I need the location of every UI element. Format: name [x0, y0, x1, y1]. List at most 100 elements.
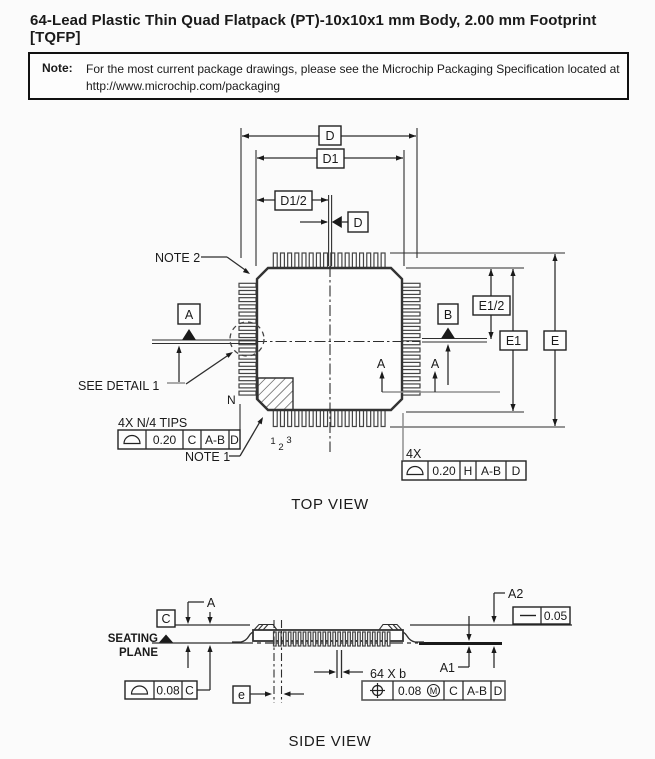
- pin: [323, 252, 329, 270]
- true-position-icon: [370, 683, 385, 698]
- pin: [287, 252, 293, 270]
- pin: [307, 631, 312, 647]
- profile-surface-icon: [130, 685, 149, 695]
- pins-top: [272, 252, 386, 270]
- note-line2: http://www.microchip.com/packaging: [86, 79, 281, 93]
- pin: [373, 252, 379, 270]
- dim-label-d1: D1: [323, 152, 339, 166]
- pin: [347, 631, 351, 647]
- pin: [373, 408, 379, 428]
- pin: [400, 318, 421, 324]
- note-line1: For the most current package drawings, p…: [86, 62, 620, 76]
- pin: [400, 282, 421, 288]
- pin-number-2: 2: [278, 442, 283, 453]
- fcf-tips-d3: D: [230, 433, 239, 447]
- pin: [352, 631, 356, 647]
- dim-label-e: E: [551, 334, 559, 348]
- pin: [400, 325, 421, 331]
- dim-label-a: A: [207, 596, 216, 610]
- lead-width-label: 64 X b: [370, 667, 406, 681]
- pin: [322, 631, 327, 647]
- pin: [294, 408, 300, 428]
- pin: [351, 408, 357, 428]
- fcf-pos-mod: M: [430, 686, 438, 696]
- fcf-flatness: 0.05: [512, 606, 571, 625]
- pin: [315, 252, 321, 270]
- pin: [282, 631, 287, 647]
- pin: [308, 408, 314, 428]
- top-view-caption: TOP VIEW: [291, 496, 369, 513]
- pin: [366, 252, 372, 270]
- pin: [302, 631, 307, 647]
- fcf-tips-tol: 0.20: [153, 433, 177, 447]
- top-view: A A D D1 D1/2 D A B E1/2 E1 E NOTE 2 SEE…: [78, 125, 567, 513]
- pin: [238, 376, 257, 382]
- fcf-4x-tol: 0.20: [432, 464, 456, 478]
- fcf-flat-tol: 0.05: [544, 609, 568, 623]
- pin: [315, 408, 321, 428]
- pins-right: [400, 282, 421, 396]
- pin: [238, 368, 257, 375]
- pin-number-1: 1: [270, 436, 275, 447]
- fcf-tips: 4X N/4 TIPS 0.20 C A-B D: [117, 416, 241, 450]
- pin: [351, 252, 357, 270]
- pin: [400, 368, 421, 375]
- note2-label: NOTE 2: [155, 251, 200, 265]
- dim-label-e1-half: E1/2: [479, 299, 505, 313]
- pin: [400, 333, 421, 339]
- fcf-4x-d3: D: [512, 464, 521, 478]
- tips-label: 4X N/4 TIPS: [118, 416, 187, 430]
- pin: [272, 408, 278, 428]
- fcf-tips-d2: A-B: [205, 433, 225, 447]
- dim-label-d: D: [325, 129, 334, 143]
- note-text: For the most current package drawings, p…: [86, 61, 627, 95]
- fcf-4x-d1: H: [464, 464, 473, 478]
- pin-count-label: N: [227, 393, 236, 407]
- dim-a2-callout: A2: [491, 587, 523, 668]
- pin: [381, 631, 386, 647]
- pin: [292, 631, 297, 647]
- note1-label: NOTE 1: [185, 450, 230, 464]
- fcf-pos-tol: 0.08: [398, 684, 422, 698]
- pin: [238, 347, 257, 353]
- pin: [272, 252, 278, 270]
- pin: [337, 408, 343, 428]
- pin: [323, 408, 329, 428]
- side-view-caption: SIDE VIEW: [289, 733, 372, 750]
- datum-label-c: C: [161, 612, 170, 626]
- pin: [238, 340, 257, 346]
- pin: [279, 252, 285, 270]
- fcf-pos-d2: A-B: [467, 684, 487, 698]
- datum-label-b: B: [444, 308, 452, 322]
- detail-circle: [229, 321, 265, 357]
- pin: [358, 408, 365, 428]
- fcf-seat-tol: 0.08: [156, 684, 180, 698]
- seating-plane-label-1: SEATING: [108, 633, 158, 645]
- fcf-pos-d1: C: [449, 684, 458, 698]
- pin: [337, 631, 342, 647]
- pin: [238, 311, 257, 317]
- section-label-right: A: [431, 357, 440, 371]
- side-view-reference-lines: [152, 624, 572, 645]
- note1-leader: [229, 417, 263, 457]
- dim-label-e1: E1: [506, 334, 521, 348]
- section-label-left: A: [377, 357, 386, 371]
- pin: [238, 361, 257, 367]
- profile-surface-icon: [123, 434, 141, 445]
- pin: [238, 304, 257, 310]
- pin: [366, 408, 372, 428]
- pin: [301, 408, 307, 428]
- note-label: Note:: [42, 61, 73, 75]
- pin1-index-hatch: [257, 377, 294, 411]
- pin: [238, 297, 257, 303]
- pin: [238, 289, 257, 295]
- note2-leader: [201, 256, 250, 274]
- pin: [337, 252, 343, 270]
- fcf-4x-d2: A-B: [481, 464, 501, 478]
- fcf-pos-d3: D: [494, 684, 503, 698]
- dim-boxes: D D1 D1/2 D A B E1/2 E1 E: [177, 125, 567, 351]
- datum-d-callout: [300, 216, 348, 228]
- pitch-label: e: [238, 688, 245, 702]
- pin: [279, 408, 285, 428]
